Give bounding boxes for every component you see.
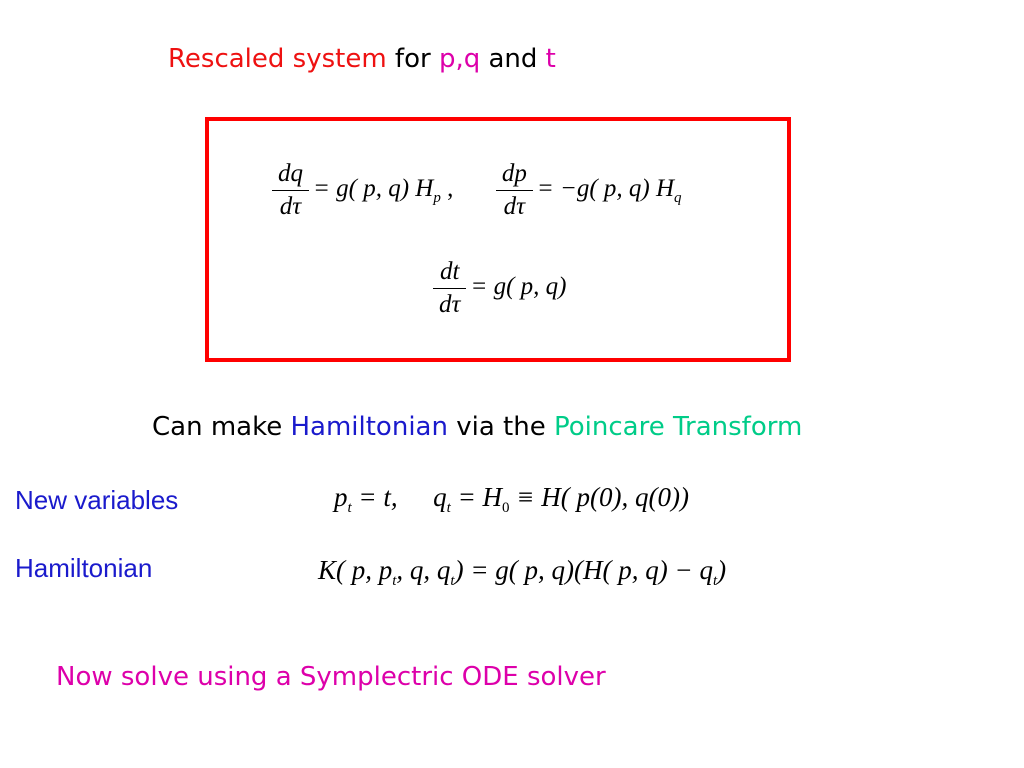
new-variables-label: New variables <box>15 485 179 515</box>
equation-hamiltonian: K( p, pt, q, qt) = g( p, q)(H( p, q) − q… <box>318 555 726 590</box>
equation-new-variables: pt = t, qt = H0 ≡ H( p(0), q(0)) <box>334 482 689 517</box>
equation-box <box>205 117 791 362</box>
title-pq: p,q <box>438 44 481 74</box>
numerator-dq: dq <box>272 160 309 191</box>
poincare-line: Can make Hamiltonian via the Poincare Tr… <box>152 412 802 442</box>
ham-c: ) = g( p, q)(H( p, q) − q <box>454 555 713 585</box>
line2-can-make: Can make <box>152 412 291 442</box>
line2-poincare-transform: Poincare Transform <box>553 412 803 442</box>
nv-rest: ≡ H( p(0), q(0)) <box>509 482 689 512</box>
slide-title: Rescaled system for p,q and t <box>168 44 556 74</box>
nv-p: p <box>334 482 348 512</box>
subscript-p: p <box>433 190 441 207</box>
numerator-dp: dp <box>495 160 533 191</box>
ham-d: ) <box>717 555 727 585</box>
nv-q-sub: t <box>446 500 451 516</box>
ham-a-sub: t <box>392 573 397 589</box>
ham-c-sub: t <box>712 573 718 589</box>
rhs-dt: = g( p, q) <box>470 273 567 301</box>
rhs-dp: = −g( p, q) H <box>536 175 675 203</box>
denominator-dtau-2: dτ <box>503 193 526 220</box>
denominator-dtau: dτ <box>279 193 302 220</box>
separator-comma: , <box>440 175 454 203</box>
line2-via-the: via the <box>447 412 554 442</box>
nv-eq-t: = t, <box>351 482 398 512</box>
ham-b: , q, q <box>396 555 451 585</box>
ham-b-sub: t <box>450 573 455 589</box>
nv-rhs: = H <box>450 482 503 512</box>
denominator-dtau-3: dτ <box>439 291 461 318</box>
title-and: and <box>480 44 546 74</box>
ham-a: K( p, p <box>318 555 393 585</box>
title-rescaled-system: Rescaled system <box>168 44 387 74</box>
nv-p-sub: t <box>347 500 352 516</box>
line2-hamiltonian: Hamiltonian <box>290 412 448 442</box>
title-t: t <box>545 44 556 74</box>
subscript-q: q <box>674 190 682 207</box>
numerator-dt: dt <box>433 258 467 289</box>
nv-h-sub: 0 <box>502 500 510 516</box>
rhs-dq: = g( p, q) H <box>313 175 434 203</box>
hamiltonian-label: Hamiltonian <box>15 553 153 583</box>
footer-text: Now solve using a Symplectric ODE solver <box>56 662 606 692</box>
title-for: for <box>386 44 439 74</box>
nv-q: q <box>433 482 447 512</box>
